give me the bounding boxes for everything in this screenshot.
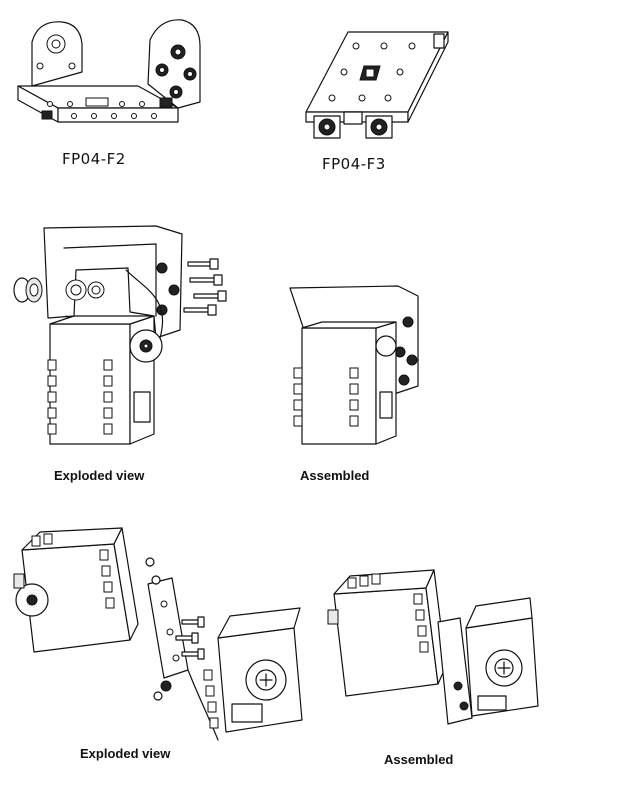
f2-assembled-label: Assembled [300,468,370,483]
f3-assembled-label: Assembled [384,752,454,767]
fp04-f2-bracket-drawing [10,14,210,139]
f3-exploded-view-drawing [4,520,304,750]
f2-exploded-view-label: Exploded view [54,468,145,483]
fp04-f2-label: FP04-F2 [62,150,126,168]
fp04-f3-bracket-drawing [300,28,450,143]
f3-assembled-drawing [326,566,542,742]
f2-exploded-view-drawing [6,220,246,460]
f2-assembled-drawing [280,282,430,452]
fp04-f3-label: FP04-F3 [322,155,386,173]
f3-exploded-view-label: Exploded view [80,746,171,761]
